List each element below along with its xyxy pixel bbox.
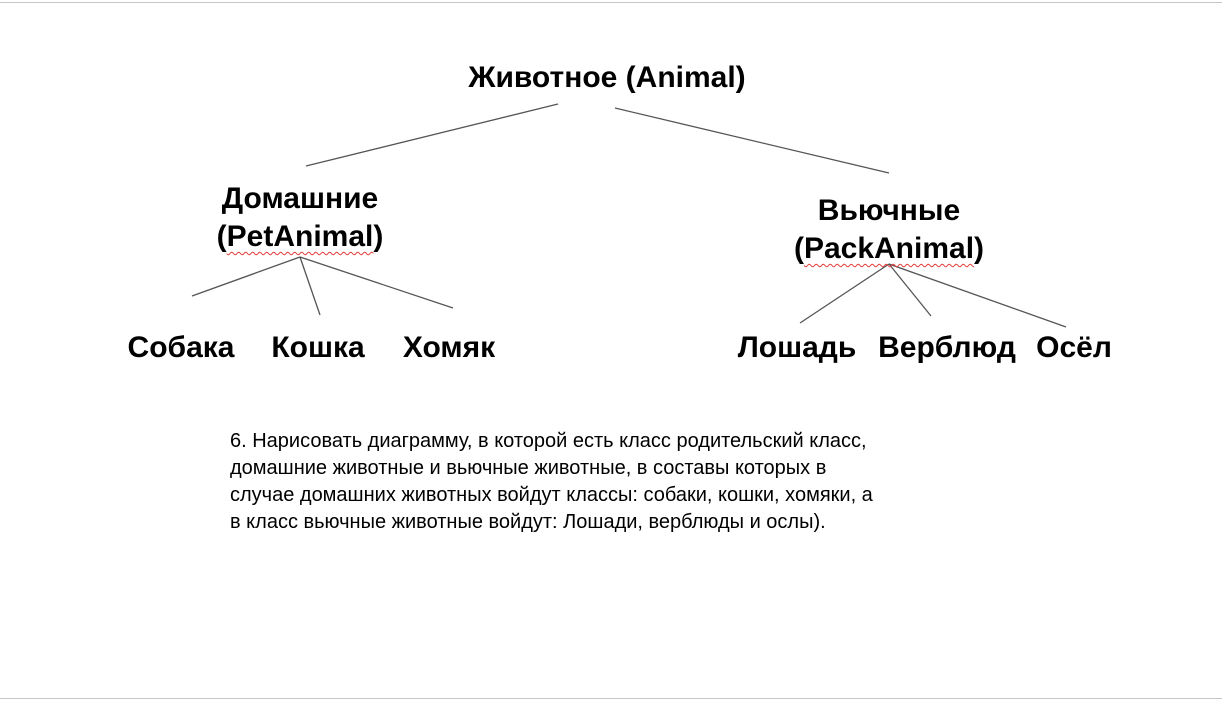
task-line: случае домашних животных войдут классы: … xyxy=(230,484,873,506)
group-node-class-name: (PetAnimal) xyxy=(216,220,384,253)
leaf-node-label: Верблюд xyxy=(878,331,1016,364)
link-pet-to-cat xyxy=(299,256,321,316)
leaf-node-dog: Собака xyxy=(120,329,242,367)
group-node-pack-animal: Вьючные (PackAnimal) xyxy=(775,192,1003,268)
link-root-to-pack xyxy=(614,107,890,174)
leaf-node-donkey: Осёл xyxy=(1028,329,1120,367)
group-node-title: Домашние xyxy=(221,182,379,215)
leaf-node-label: Хомяк xyxy=(402,331,496,364)
link-pet-to-dog xyxy=(191,256,301,297)
leaf-node-label: Кошка xyxy=(271,331,365,364)
group-node-title: Вьючные xyxy=(817,194,961,227)
group-node-pet-animal: Домашние (PetAnimal) xyxy=(190,180,410,256)
group-node-class-name: (PackAnimal) xyxy=(793,232,985,265)
leaf-node-camel: Верблюд xyxy=(870,329,1024,367)
leaf-node-label: Осёл xyxy=(1036,331,1112,364)
root-node-label: Животное (Animal) xyxy=(468,61,746,94)
task-line: 6. Нарисовать диаграмму, в которой есть … xyxy=(230,430,867,452)
spellcheck-underlined-word: PetAnimal xyxy=(226,220,374,253)
task-line: домашние животные и вьючные животные, в … xyxy=(230,457,827,479)
leaf-node-label: Собака xyxy=(127,331,235,364)
spellcheck-underlined-word: PackAnimal xyxy=(803,232,975,265)
page-bottom-border xyxy=(0,698,1222,699)
link-pack-to-donkey xyxy=(888,263,1067,328)
task-line: в класс вьючные животные войдут: Лошади,… xyxy=(230,511,826,533)
leaf-node-horse: Лошадь xyxy=(730,329,864,367)
leaf-node-label: Лошадь xyxy=(737,331,857,364)
link-root-to-pet xyxy=(305,103,559,167)
link-pack-to-camel xyxy=(888,263,932,317)
root-node-animal: Животное (Animal) xyxy=(457,59,757,97)
page-top-border xyxy=(0,2,1222,3)
task-description: 6. Нарисовать диаграмму, в которой есть … xyxy=(230,428,970,536)
link-pet-to-hamster xyxy=(299,256,454,309)
leaf-node-cat: Кошка xyxy=(262,329,374,367)
leaf-node-hamster: Хомяк xyxy=(394,329,504,367)
link-pack-to-horse xyxy=(799,263,890,324)
